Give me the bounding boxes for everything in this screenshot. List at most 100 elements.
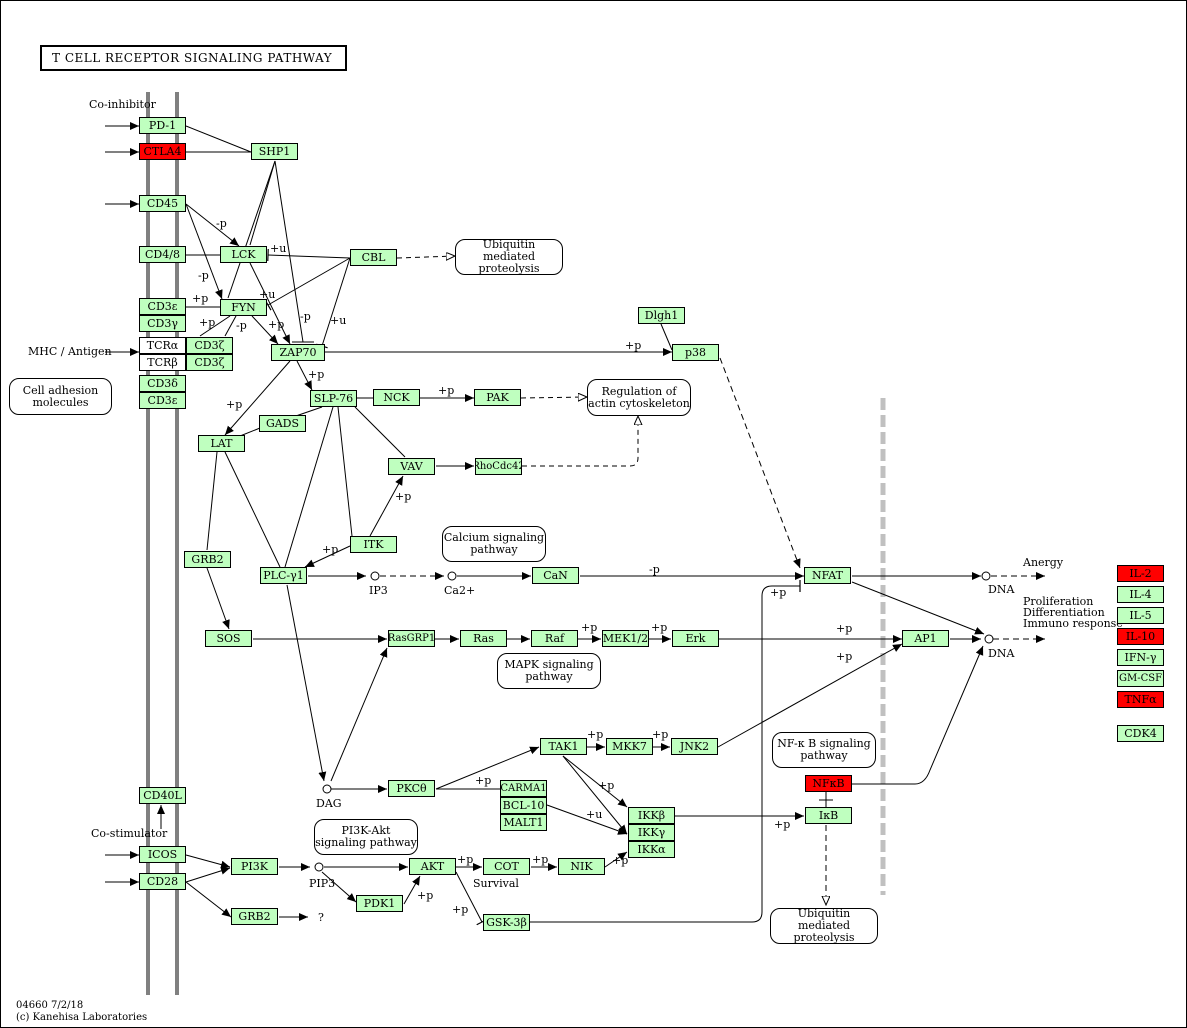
gene-cd3d[interactable]: CD3δ xyxy=(139,375,186,392)
gene-tak1[interactable]: TAK1 xyxy=(540,738,587,755)
gene-akt[interactable]: AKT xyxy=(409,858,456,875)
gene-mek12[interactable]: MEK1/2 xyxy=(602,630,649,647)
gene-bcl10[interactable]: BCL-10 xyxy=(500,797,547,814)
svg-text:-p: -p xyxy=(649,563,660,576)
gene-can[interactable]: CaN xyxy=(532,567,579,584)
gene-sos[interactable]: SOS xyxy=(205,630,252,647)
ca2-label: Ca2+ xyxy=(444,584,476,597)
svg-text:+p: +p xyxy=(625,339,641,352)
gene-lat[interactable]: LAT xyxy=(198,435,245,452)
gene-nfat[interactable]: NFAT xyxy=(804,567,851,584)
gene-tcra[interactable]: TCRα xyxy=(139,337,186,354)
gene-erk[interactable]: Erk xyxy=(672,630,719,647)
gene-shp1[interactable]: SHP1 xyxy=(251,143,298,160)
gene-cd3z-2[interactable]: CD3ζ xyxy=(186,354,233,371)
svg-text:+p: +p xyxy=(199,316,215,329)
map-pi3k-akt-signaling[interactable]: PI3K-Akt signaling pathway xyxy=(314,819,418,855)
gene-icos[interactable]: ICOS xyxy=(139,846,186,863)
map-ubiquitin-proteolysis-1[interactable]: Ubiquitin mediated proteolysis xyxy=(455,239,563,275)
gene-il2[interactable]: IL-2 xyxy=(1117,565,1164,582)
cell-membrane xyxy=(146,92,179,995)
gene-cbl[interactable]: CBL xyxy=(350,249,397,266)
pathway-title: T CELL RECEPTOR SIGNALING PATHWAY xyxy=(40,45,347,71)
co-inhibitor-label: Co-inhibitor xyxy=(89,98,156,111)
gene-gmcsf[interactable]: GM-CSF xyxy=(1117,670,1164,687)
gene-cd28[interactable]: CD28 xyxy=(139,873,186,890)
gene-malt1[interactable]: MALT1 xyxy=(500,814,547,831)
ip3-label: IP3 xyxy=(369,584,388,597)
gene-pdk1[interactable]: PDK1 xyxy=(356,895,403,912)
pip3-label: PIP3 xyxy=(309,877,336,890)
map-ubiquitin-proteolysis-2[interactable]: Ubiquitin mediated proteolysis xyxy=(770,908,878,944)
gene-dlgh1[interactable]: Dlgh1 xyxy=(638,307,685,324)
gene-carma1[interactable]: CARMA1 xyxy=(500,780,547,797)
gene-pkc0[interactable]: PKCθ xyxy=(388,780,435,797)
gene-grb2-1[interactable]: GRB2 xyxy=(184,551,231,568)
gene-cd3e-1[interactable]: CD3ε xyxy=(139,298,186,315)
svg-text:+p: +p xyxy=(836,622,852,635)
gene-pd1[interactable]: PD-1 xyxy=(139,117,186,134)
gene-gsk3b[interactable]: GSK-3β xyxy=(483,914,530,931)
gene-tcrb[interactable]: TCRβ xyxy=(139,354,186,371)
gene-pak[interactable]: PAK xyxy=(474,389,521,406)
gene-slp76[interactable]: SLP-76 xyxy=(310,390,357,407)
gene-nik[interactable]: NIK xyxy=(558,858,605,875)
map-nfkb-signaling[interactable]: NF-κ B signaling pathway xyxy=(772,732,876,768)
gene-nck[interactable]: NCK xyxy=(373,389,420,406)
map-cell-adhesion[interactable]: Cell adhesion molecules xyxy=(9,378,112,415)
svg-text:+p: +p xyxy=(652,728,668,741)
gene-il5[interactable]: IL-5 xyxy=(1117,607,1164,624)
gene-fyn[interactable]: FYN xyxy=(220,299,267,316)
map-regulation-actin[interactable]: Regulation of actin cytoskeleton xyxy=(587,379,691,416)
dna-label-1: DNA xyxy=(988,583,1015,596)
gene-ap1[interactable]: AP1 xyxy=(902,630,949,647)
svg-text:+p: +p xyxy=(532,853,548,866)
gene-cd45[interactable]: CD45 xyxy=(139,195,186,212)
map-calcium-signaling[interactable]: Calcium signaling pathway xyxy=(442,526,546,562)
svg-text:+u: +u xyxy=(259,288,275,301)
gene-plcy1[interactable]: PLC-γ1 xyxy=(260,567,307,584)
svg-text:+u: +u xyxy=(330,314,346,327)
gene-pi3k[interactable]: PI3K xyxy=(231,858,278,875)
gene-nfkb[interactable]: NFκB xyxy=(805,775,852,792)
svg-text:+p: +p xyxy=(322,543,338,556)
gene-gads[interactable]: GADS xyxy=(259,415,306,432)
svg-text:-p: -p xyxy=(198,269,209,282)
gene-il10[interactable]: IL-10 xyxy=(1117,628,1164,645)
gene-il4[interactable]: IL-4 xyxy=(1117,586,1164,603)
anergy-label: Anergy xyxy=(1023,556,1064,569)
gene-cd3z-1[interactable]: CD3ζ xyxy=(186,337,233,354)
gene-lck[interactable]: LCK xyxy=(220,246,267,263)
gene-cdk4[interactable]: CDK4 xyxy=(1117,725,1164,742)
svg-text:+p: +p xyxy=(651,621,667,634)
svg-text:+p: +p xyxy=(308,368,324,381)
gene-ikb[interactable]: IκB xyxy=(805,807,852,824)
gene-raf[interactable]: Raf xyxy=(531,630,578,647)
gene-ikkb[interactable]: IKKβ xyxy=(628,807,675,824)
gene-mkk7[interactable]: MKK7 xyxy=(606,738,653,755)
gene-itk[interactable]: ITK xyxy=(350,536,397,553)
gene-ikka[interactable]: IKKα xyxy=(628,841,675,858)
gene-rhocdc42[interactable]: RhoCdc42 xyxy=(475,458,522,475)
svg-text:+p: +p xyxy=(438,384,454,397)
gene-tnfa[interactable]: TNFα xyxy=(1117,691,1164,708)
gene-cd3e-2[interactable]: CD3ε xyxy=(139,392,186,409)
svg-text:+u: +u xyxy=(270,242,286,255)
gene-grb2-2[interactable]: GRB2 xyxy=(231,908,278,925)
svg-text:+p: +p xyxy=(612,854,628,867)
gene-cd48[interactable]: CD4/8 xyxy=(139,246,186,263)
gene-vav[interactable]: VAV xyxy=(388,458,435,475)
gene-ikky[interactable]: IKKγ xyxy=(628,824,675,841)
gene-p38[interactable]: p38 xyxy=(672,344,719,361)
gene-ctla4[interactable]: CTLA4 xyxy=(139,143,186,160)
gene-ras[interactable]: Ras xyxy=(460,630,507,647)
gene-rasgrp1[interactable]: RasGRP1 xyxy=(388,630,435,647)
gene-jnk2[interactable]: JNK2 xyxy=(671,738,718,755)
map-mapk-signaling[interactable]: MAPK signaling pathway xyxy=(497,653,601,689)
gene-cd40l[interactable]: CD40L xyxy=(139,787,186,804)
gene-zap70[interactable]: ZAP70 xyxy=(271,344,325,361)
gene-ifny[interactable]: IFN-γ xyxy=(1117,649,1164,666)
gene-cd3y[interactable]: CD3γ xyxy=(139,315,186,332)
edges xyxy=(105,122,1045,926)
gene-cot[interactable]: COT xyxy=(483,858,530,875)
